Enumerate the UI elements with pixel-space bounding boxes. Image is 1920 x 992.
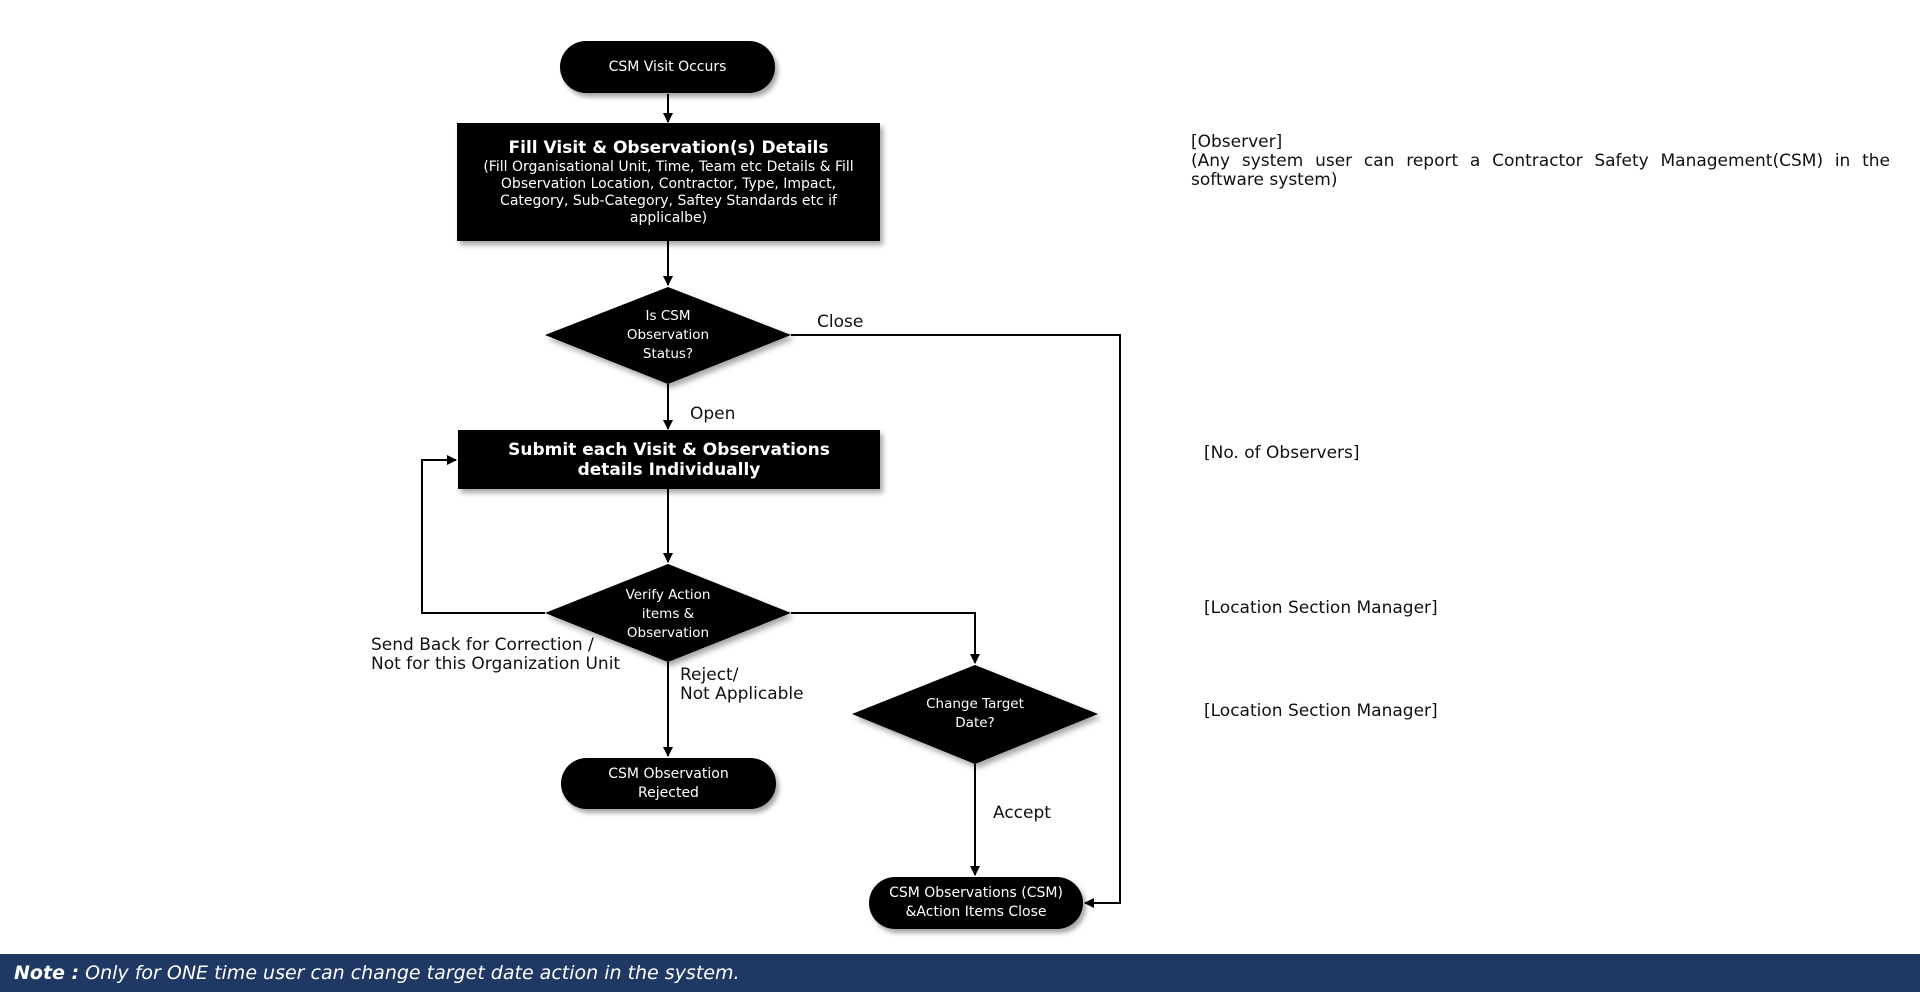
role-observer-description: (Any system user can report a Contractor… [1191, 151, 1890, 190]
note-text: Only for ONE time user can change target… [85, 962, 740, 984]
edge-label-accept: Accept [993, 803, 1051, 823]
edge-status-close [791, 334, 1121, 908]
role-observer: [Observer] [1191, 132, 1283, 152]
edge-send-back [421, 455, 545, 614]
fill-details-description: (Fill Organisational Unit, Time, Team et… [483, 158, 854, 226]
edge-verify-to-change-target [791, 612, 980, 664]
close-node-label: CSM Observations (CSM) &Action Items Clo… [889, 885, 1063, 920]
change-target-decision-diamond [852, 665, 1098, 764]
close-node: CSM Observations (CSM) &Action Items Clo… [869, 877, 1083, 929]
submit-node: Submit each Visit & Observations details… [458, 430, 880, 489]
verify-decision-label: Verify Action items & Observation [625, 586, 711, 641]
fill-details-title: Fill Visit & Observation(s) Details [508, 137, 829, 158]
note-bar: Note : Only for ONE time user can change… [0, 954, 1920, 992]
verify-decision-diamond [545, 564, 791, 662]
fill-details-node: Fill Visit & Observation(s) Details (Fil… [457, 123, 880, 241]
edge-label-reject-1: Reject/ [680, 665, 739, 685]
role-location-manager-verify: [Location Section Manager] [1204, 598, 1438, 618]
edge-label-close: Close [817, 312, 864, 332]
status-decision-label: Is CSM Observation Status? [626, 307, 710, 362]
change-target-decision-label: Change Target Date? [926, 696, 1024, 731]
start-node-label: CSM Visit Occurs [608, 58, 727, 75]
note-label: Note : [14, 962, 80, 984]
edge-label-send-back-2: Not for this Organization Unit [371, 654, 621, 674]
role-no-observers: [No. of Observers] [1204, 443, 1360, 463]
submit-node-label: Submit each Visit & Observations details… [508, 439, 830, 480]
edge-label-send-back-1: Send Back for Correction / [371, 635, 594, 655]
rejected-node: CSM Observation Rejected [561, 758, 776, 809]
role-location-manager-target: [Location Section Manager] [1204, 701, 1438, 721]
edge-label-reject-2: Not Applicable [680, 684, 804, 704]
start-node: CSM Visit Occurs [560, 41, 775, 93]
rejected-node-label: CSM Observation Rejected [608, 765, 729, 801]
edge-label-open: Open [690, 404, 736, 424]
status-decision-diamond [545, 287, 791, 384]
